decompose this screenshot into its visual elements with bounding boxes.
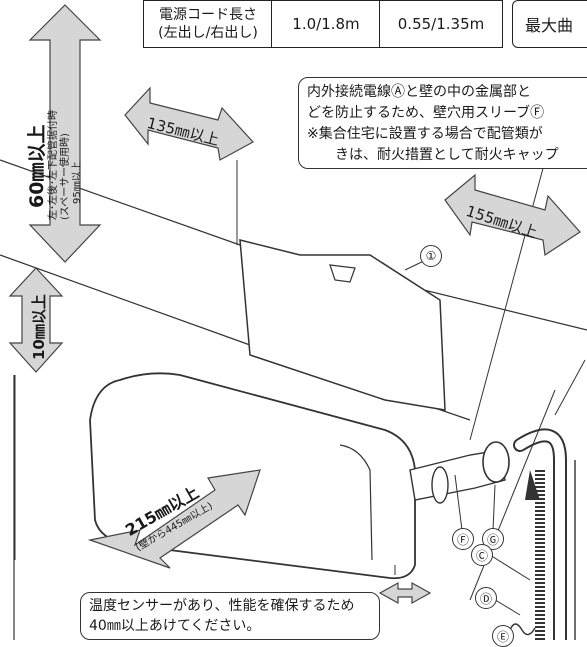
indoor-unit-side-edge (339, 444, 373, 561)
spec-value-1: 1.0/1.8m (271, 0, 381, 48)
bottom-clearance-arrow (8, 267, 64, 373)
part-label-C: Ⓒ (471, 544, 493, 566)
spec-side-label: 最大曲 (512, 0, 587, 48)
spec-header-line-2: (左出し/右出し) (158, 25, 258, 41)
bottom-note-line-1: 温度センサーがあり、性能を確保するため (89, 598, 355, 614)
top-clearance-main: 60㎜以上 (26, 124, 48, 208)
top-clearance-label: 60㎜以上 (22, 125, 49, 208)
spec-table-header: 電源コード長さ (左出し/右出し) (143, 0, 273, 48)
spec-header-line-1: 電源コード長さ (159, 7, 257, 23)
part-label-F: Ⓕ (452, 528, 474, 550)
top-note-line-4: きは、耐火措置として耐火キャップ (335, 147, 559, 163)
bottom-note-line-2: 40㎜以上あけてください。 (89, 618, 261, 634)
top-clearance-sub-3: 95㎜以上 (72, 161, 83, 204)
part-label-D: Ⓓ (475, 587, 497, 609)
mounting-plate (239, 239, 446, 411)
spec-value-2: 0.55/1.35m (379, 0, 503, 48)
note-leader-2 (554, 359, 586, 416)
leader-F (454, 474, 463, 531)
leader-G (492, 484, 496, 531)
mounting-plate-hook (329, 264, 356, 283)
sensor-gap-arrow (378, 581, 432, 605)
fire-cap (482, 441, 510, 483)
bottom-note: 温度センサーがあり、性能を確保するため 40㎜以上あけてください。 (80, 592, 380, 640)
top-clearance-arrow (28, 4, 102, 263)
pipe-bundle-inner (515, 430, 565, 640)
right-clearance-arrow (444, 173, 581, 257)
top-note-line-1: 内外接続電線Ⓐと壁の中の金属部と (307, 84, 531, 100)
leader-C (489, 554, 531, 581)
hose-clamp (509, 623, 536, 636)
pipe-bundle-outer (513, 428, 567, 640)
top-clearance-sub-2: (スペーサー使用時) (60, 133, 71, 220)
sleeve-ring (431, 466, 449, 504)
top-clearance-sub: 左･左後･左下配管据付時 (スペーサー使用時) 95㎜以上 (48, 110, 84, 220)
bottom-clearance-label: 10㎜以上 (30, 294, 48, 360)
pipe-tip (525, 470, 540, 500)
top-note-line-2: どを防止するため、壁穴用スリーブⒻ (307, 105, 545, 121)
top-clearance-sub-1: 左･左後･左下配管据付時 (48, 110, 59, 220)
part-label-1: ① (420, 245, 442, 267)
part-label-E: Ⓔ (492, 625, 514, 647)
left-clearance-arrow (124, 86, 254, 161)
leader-D (491, 597, 521, 616)
front-clearance-arrow (87, 469, 261, 569)
top-note-line-3: ※集合住宅に設置する場合で配管類が (307, 126, 543, 142)
top-note: 内外接続電線Ⓐと壁の中の金属部と どを防止するため、壁穴用スリーブⒻ ※集合住宅… (298, 77, 587, 169)
